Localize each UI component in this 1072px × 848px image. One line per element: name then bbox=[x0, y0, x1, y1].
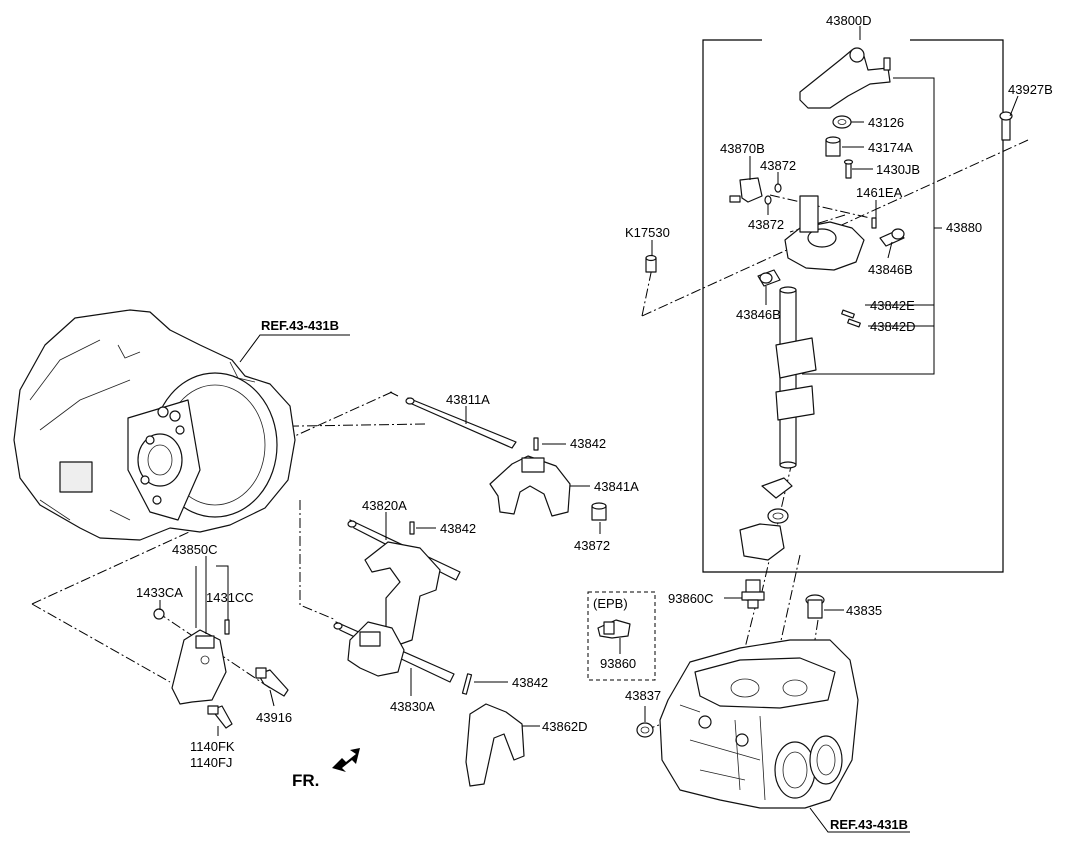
label-43820A: 43820A bbox=[362, 498, 407, 513]
label-93860: 93860 bbox=[600, 656, 636, 671]
transmission-case-right bbox=[659, 639, 859, 809]
bolt-43916 bbox=[255, 667, 289, 697]
interlock-plate bbox=[739, 477, 793, 561]
label-43841A: 43841A bbox=[594, 479, 639, 494]
label-ref-bottom: REF.43-431B bbox=[830, 817, 908, 832]
shift-lug-43830A bbox=[347, 621, 405, 677]
plug-43846B-right bbox=[879, 228, 905, 247]
shift-fork-43841A bbox=[489, 455, 571, 517]
label-43872-lower: 43872 bbox=[748, 217, 784, 232]
ring-43872-upper bbox=[764, 183, 782, 205]
label-43927B: 43927B bbox=[1008, 82, 1053, 97]
plug-43846B-left bbox=[757, 269, 781, 287]
plug-43835 bbox=[805, 594, 825, 619]
label-43837: 43837 bbox=[625, 688, 661, 703]
shift-housing-cover bbox=[784, 195, 865, 271]
label-epb: (EPB) bbox=[593, 596, 628, 611]
plug-43837 bbox=[636, 722, 654, 738]
label-1140FK: 1140FK bbox=[190, 739, 235, 754]
washer-43126 bbox=[832, 115, 852, 129]
label-43800D: 43800D bbox=[826, 13, 872, 28]
shift-fork-43862D bbox=[465, 703, 525, 787]
spring-pins-43842E-43842D bbox=[841, 309, 861, 328]
label-43835: 43835 bbox=[846, 603, 882, 618]
label-1433CA: 1433CA bbox=[136, 585, 183, 600]
sub-assembly-bracket-43880 bbox=[802, 77, 942, 375]
label-43842-lower: 43842 bbox=[512, 675, 548, 690]
pin-1431CC bbox=[224, 619, 230, 635]
bracket-43850C bbox=[171, 629, 227, 705]
label-43126: 43126 bbox=[868, 115, 904, 130]
spring-pin-1461EA bbox=[871, 217, 877, 229]
shift-fork-43820A bbox=[364, 541, 441, 646]
label-1430JB: 1430JB bbox=[876, 162, 920, 177]
label-43174A: 43174A bbox=[868, 140, 913, 155]
label-K17530: K17530 bbox=[625, 225, 670, 240]
label-43846B-right: 43846B bbox=[868, 262, 913, 277]
bolt-1140FK bbox=[207, 705, 233, 729]
label-fr: FR. bbox=[292, 771, 319, 790]
label-43872-upper: 43872 bbox=[760, 158, 796, 173]
bolt-1433CA bbox=[153, 608, 165, 620]
label-43862D: 43862D bbox=[542, 719, 588, 734]
label-ref-top: REF.43-431B bbox=[261, 318, 339, 333]
shift-lever-43800D bbox=[799, 47, 891, 109]
label-43870B: 43870B bbox=[720, 141, 765, 156]
sensor-93860 bbox=[597, 619, 631, 639]
label-43842-middle: 43842 bbox=[440, 521, 476, 536]
label-43916: 43916 bbox=[256, 710, 292, 725]
label-43872-right: 43872 bbox=[574, 538, 610, 553]
label-1140FJ: 1140FJ bbox=[190, 755, 232, 770]
assembly-box-43800D bbox=[702, 26, 1004, 573]
label-43830A: 43830A bbox=[390, 699, 435, 714]
label-1431CC: 1431CC bbox=[206, 590, 254, 605]
label-43842-upper: 43842 bbox=[570, 436, 606, 451]
label-43811A: 43811A bbox=[446, 392, 490, 407]
front-direction-arrow-icon bbox=[332, 748, 360, 772]
transmission-case-left bbox=[13, 309, 296, 541]
label-43842E: 43842E bbox=[870, 298, 915, 313]
bushing-43174A bbox=[825, 136, 841, 157]
shift-rail-43811A bbox=[405, 397, 517, 449]
pin-43842-upper bbox=[533, 437, 539, 451]
pin-43842-lower bbox=[461, 673, 473, 695]
label-93860C: 93860C bbox=[668, 591, 714, 606]
bolt-43927B bbox=[999, 111, 1013, 141]
pin-1430JB bbox=[843, 159, 854, 179]
plug-K17530 bbox=[645, 254, 657, 273]
label-1461EA: 1461EA bbox=[856, 185, 903, 200]
label-43850C: 43850C bbox=[172, 542, 218, 557]
label-43880: 43880 bbox=[946, 220, 982, 235]
sensor-93860C bbox=[741, 579, 765, 609]
epb-dashed-box bbox=[587, 591, 656, 681]
label-43846B-left: 43846B bbox=[736, 307, 781, 322]
pin-43842-middle bbox=[409, 521, 415, 535]
control-shaft bbox=[775, 286, 817, 469]
bracket-43870B bbox=[729, 177, 763, 203]
label-43842D: 43842D bbox=[870, 319, 916, 334]
bushing-43872 bbox=[591, 502, 607, 521]
leader-lines bbox=[159, 95, 1019, 833]
